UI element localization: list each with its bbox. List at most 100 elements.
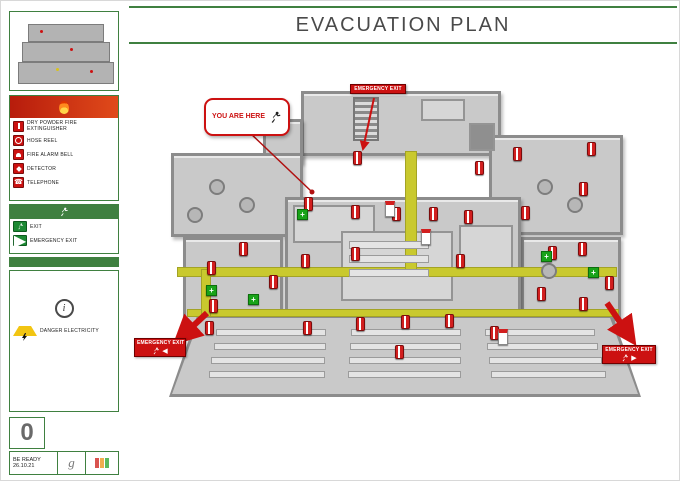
room	[469, 123, 495, 151]
fire-extinguisher-marker	[395, 345, 404, 359]
desk-row	[209, 371, 325, 378]
fire-extinguisher-marker	[205, 321, 214, 335]
desk-row	[349, 269, 429, 277]
flame-icon	[58, 100, 70, 114]
detector-icon	[13, 163, 24, 174]
round-table	[209, 179, 225, 195]
emergency-exit-banner-top: EMERGENCY EXIT	[350, 84, 406, 94]
left-wing	[171, 153, 303, 237]
you-are-here-bubble: YOU ARE HERE	[204, 98, 290, 136]
footer-logo-cell	[86, 452, 118, 474]
fire-extinguisher-marker	[351, 247, 360, 261]
arrow-left-icon: ◀	[162, 347, 168, 355]
round-table	[567, 197, 583, 213]
emergency-exit-icon: ▶	[13, 233, 27, 250]
desk-row	[349, 255, 429, 263]
info-icon: i	[54, 299, 74, 318]
desk-row	[491, 371, 606, 378]
hose-reel-icon	[13, 135, 24, 146]
right-lower-wing	[521, 237, 621, 321]
fire-extinguisher-marker	[207, 261, 216, 275]
fire-extinguisher-marker	[578, 242, 587, 256]
legend-item-label: FIRE ALARM BELL	[27, 151, 74, 158]
building-thumbnail	[9, 11, 119, 91]
footer-ready-cell: BE READY 26.10.21	[10, 452, 58, 474]
title-band: EVACUATION PLAN	[129, 6, 677, 44]
page-title: EVACUATION PLAN	[295, 13, 511, 36]
desk-row	[350, 343, 461, 350]
desk-row	[487, 343, 598, 350]
telephone-icon	[13, 177, 24, 188]
desk-row	[211, 357, 325, 364]
legend-item: DRY POWDER FIRE EXTINGUISHER	[10, 118, 118, 133]
legend-item: EXIT	[10, 219, 118, 233]
fire-extinguisher-marker	[475, 161, 484, 175]
legend-item: DETECTOR	[10, 161, 118, 175]
footer-ready-text: BE READY	[13, 457, 41, 463]
legend-item-label: DANGER ELECTRICITY	[40, 328, 99, 334]
fire-extinguisher-marker	[353, 151, 362, 165]
fire-legend-header	[10, 96, 118, 118]
room	[459, 225, 513, 269]
fire-extinguisher-marker	[429, 207, 438, 221]
exit-sign-marker	[385, 201, 395, 217]
desk-row	[348, 371, 461, 378]
fire-extinguisher-marker	[301, 254, 310, 268]
emergency-exit-banner-right: EMERGENCY EXIT ▶	[602, 345, 656, 364]
fire-extinguisher-marker	[351, 205, 360, 219]
desk-row	[349, 241, 429, 249]
first-aid-marker: +	[297, 209, 308, 220]
fire-extinguisher-marker	[464, 210, 473, 224]
legend-item-label: TELEPHONE	[27, 179, 60, 186]
zone-number: 0	[20, 419, 34, 446]
running-man-icon	[621, 354, 629, 362]
desk-row	[489, 357, 602, 364]
desk-row	[349, 357, 461, 364]
legend-item: ▶ EMERGENCY EXIT	[10, 233, 118, 250]
legend-item: FIRE ALARM BELL	[10, 147, 118, 161]
legend-item-label: DETECTOR	[27, 165, 57, 172]
fire-extinguisher-marker	[513, 147, 522, 161]
emergency-exit-label: EMERGENCY EXIT	[354, 86, 402, 92]
legend-item: TELEPHONE	[10, 175, 118, 189]
round-table	[187, 207, 203, 223]
legend-item: HOSE REEL	[10, 133, 118, 147]
fire-extinguisher-marker	[456, 254, 465, 268]
exit-legend-header	[10, 205, 118, 219]
fire-extinguisher-marker	[304, 197, 313, 211]
signature-logo: g	[68, 455, 75, 470]
fire-extinguisher-marker	[209, 299, 218, 313]
fire-alarm-bell-icon	[13, 149, 24, 160]
exit-legend: EXIT ▶ EMERGENCY EXIT	[9, 204, 119, 254]
footer-bar: BE READY 26.10.21 g	[9, 451, 119, 475]
company-logo	[95, 458, 109, 468]
you-are-here-label: YOU ARE HERE	[211, 113, 266, 121]
fire-extinguisher-marker	[239, 242, 248, 256]
round-table	[239, 197, 255, 213]
extinguisher-icon	[13, 120, 24, 132]
legend-item-label: HOSE REEL	[27, 137, 58, 144]
emergency-exit-label: EMERGENCY EXIT	[137, 340, 185, 346]
info-legend: i DANGER ELECTRICITY	[9, 270, 119, 412]
legend-item: DANGER ELECTRICITY	[10, 324, 118, 341]
running-man-icon	[59, 207, 69, 217]
fire-extinguisher-marker	[579, 182, 588, 196]
fire-extinguisher-marker	[537, 287, 546, 301]
first-aid-marker: +	[206, 285, 217, 296]
fire-extinguisher-marker	[605, 276, 614, 290]
exit-sign-marker	[498, 329, 508, 345]
legend-item-label: DRY POWDER FIRE EXTINGUISHER	[27, 120, 78, 132]
arrow-right-icon: ▶	[631, 354, 637, 362]
emergency-exit-label: EMERGENCY EXIT	[605, 347, 653, 353]
desk-row	[351, 329, 461, 336]
exit-sign-marker	[421, 229, 431, 245]
thumbnail-block	[22, 42, 110, 62]
fire-extinguisher-marker	[521, 206, 530, 220]
green-divider-band	[9, 257, 119, 267]
fire-extinguisher-marker	[303, 321, 312, 335]
fire-extinguisher-marker	[587, 142, 596, 156]
running-man-icon	[152, 347, 160, 355]
exit-icon	[13, 221, 27, 232]
first-aid-marker: +	[588, 267, 599, 278]
